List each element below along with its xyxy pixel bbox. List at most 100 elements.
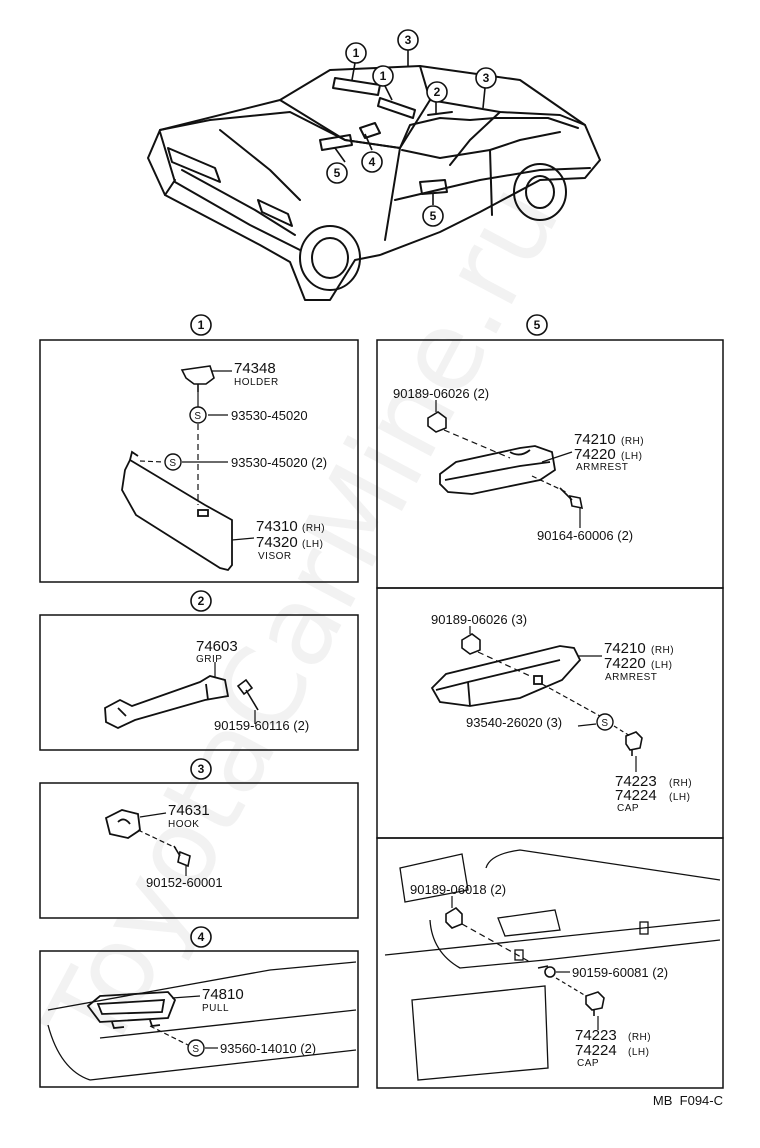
panel-5b-leaders [469,626,637,772]
section-number-5: 5 [526,314,548,336]
callout-circle-5a: 5 [326,162,348,184]
panel-5c-leaders [451,896,599,1030]
svg-text:1: 1 [353,46,360,60]
nut-icon-5c [537,965,556,978]
visor-rh-tag: (RH) [302,523,325,534]
panel-5a-leaders [435,400,581,528]
s-marker-4: S [187,1039,205,1057]
visor-icon [121,450,233,572]
clip-part-number-5b: 90189-06026 (3) [431,612,527,627]
panel-1-leaders [139,370,255,541]
panel-2-leaders [214,662,256,724]
svg-text:4: 4 [198,930,205,944]
section-number-3: 3 [190,758,212,780]
cap-lh-part-number-5c: 74224 [575,1042,617,1059]
callout-circle-3b: 3 [475,67,497,89]
grip-icon [104,675,230,730]
armrest-lh-part-number-5b: 74220 [604,655,646,672]
cap-rh-tag-5b: (RH) [669,778,692,789]
svg-text:5: 5 [430,209,437,223]
car-overview-illustration [147,65,601,301]
armrest-lh-tag-5b: (LH) [651,660,672,671]
panel-4-pull [39,950,359,1088]
cap-icon-5c [585,991,605,1016]
svg-text:1: 1 [198,318,205,332]
section-number-1: 1 [190,314,212,336]
armrest-rh-tag-5b: (RH) [651,645,674,656]
panel-2-grip [39,614,359,751]
cap-lh-tag-5c: (LH) [628,1047,649,1058]
holder-label: HOLDER [234,377,279,388]
clip-part-number-5c: 90189-06018 (2) [410,882,506,897]
s-marker-1b: S [164,453,182,471]
pull-screw-part-number: 93560-14010 (2) [220,1041,316,1056]
cap-rh-part-number-5c: 74223 [575,1027,617,1044]
visor-lh-part-number: 74320 [256,534,298,551]
svg-text:S: S [169,458,176,469]
visor-label: VISOR [258,551,292,562]
pull-part-number: 74810 [202,986,244,1003]
hook-screw-part-number: 90152-60001 [146,875,223,890]
armrest-label-5b: ARMREST [605,672,657,683]
armrest-rh-part-number-5b: 74210 [604,640,646,657]
svg-text:S: S [194,411,201,422]
section-number-4: 4 [190,926,212,948]
pull-label: PULL [202,1003,229,1014]
panel-1-visor [39,339,359,583]
armrest-icon-5a [439,445,556,495]
screw-part-number-5b: 93540-26020 (3) [466,715,562,730]
callout-circle-2: 2 [426,81,448,103]
callout-circle-5b: 5 [422,205,444,227]
holder-icon [180,365,215,392]
svg-text:2: 2 [198,594,205,608]
armrest-rh-tag-5a: (RH) [621,436,644,447]
cap-icon-5b [625,731,643,756]
clip-part-number-5a: 90189-06026 (2) [393,386,489,401]
grip-part-number: 74603 [196,638,238,655]
callout-circle-3a: 3 [397,29,419,51]
callout-circle-1b: 1 [372,65,394,87]
armrest-lh-tag-5a: (LH) [621,451,642,462]
callout-circle-4: 4 [361,151,383,173]
screw-part-number-1: 93530-45020 [231,408,308,423]
cap-rh-part-number-5b: 74223 [615,773,657,790]
svg-text:3: 3 [405,33,412,47]
svg-text:S: S [192,1044,199,1055]
hook-label: HOOK [168,819,199,830]
diagram-code: MB F094-C [653,1093,723,1108]
cap-lh-part-number-5b: 74224 [615,787,657,804]
grip-label: GRIP [196,654,222,665]
screw-part-number-5a: 90164-60006 (2) [537,528,633,543]
door-panel-outline-4 [47,961,357,1081]
s-marker-1a: S [189,406,207,424]
svg-text:1: 1 [380,69,387,83]
svg-text:5: 5 [534,318,541,332]
clip-icon-5b [461,633,481,655]
armrest-icon-5b [430,645,582,707]
armrest-lh-part-number-5a: 74220 [574,446,616,463]
visor-lh-tag: (LH) [302,539,323,550]
screw-part-number-2: 93530-45020 (2) [231,455,327,470]
hook-icon [104,809,141,839]
svg-text:2: 2 [434,85,441,99]
svg-text:4: 4 [369,155,376,169]
cap-label-5b: CAP [617,803,639,814]
clip-icon-5c [445,906,463,929]
rear-trim-outline-5c [384,849,721,1081]
armrest-rh-part-number-5a: 74210 [574,431,616,448]
visor-rh-part-number: 74310 [256,518,298,535]
panel-3-leaders [137,812,187,876]
cap-rh-tag-5c: (RH) [628,1032,651,1043]
section-number-2: 2 [190,590,212,612]
s-marker-5b: S [596,713,614,731]
svg-text:S: S [601,718,608,729]
overview-callouts [334,48,486,205]
panel-3-hook [39,782,359,919]
panel-5c-rear-armrest [376,837,724,1089]
hook-part-number: 74631 [168,802,210,819]
cap-lh-tag-5b: (LH) [669,792,690,803]
clip-icon-5a [427,411,447,433]
svg-text:3: 3 [198,762,205,776]
holder-part-number: 74348 [234,360,276,377]
